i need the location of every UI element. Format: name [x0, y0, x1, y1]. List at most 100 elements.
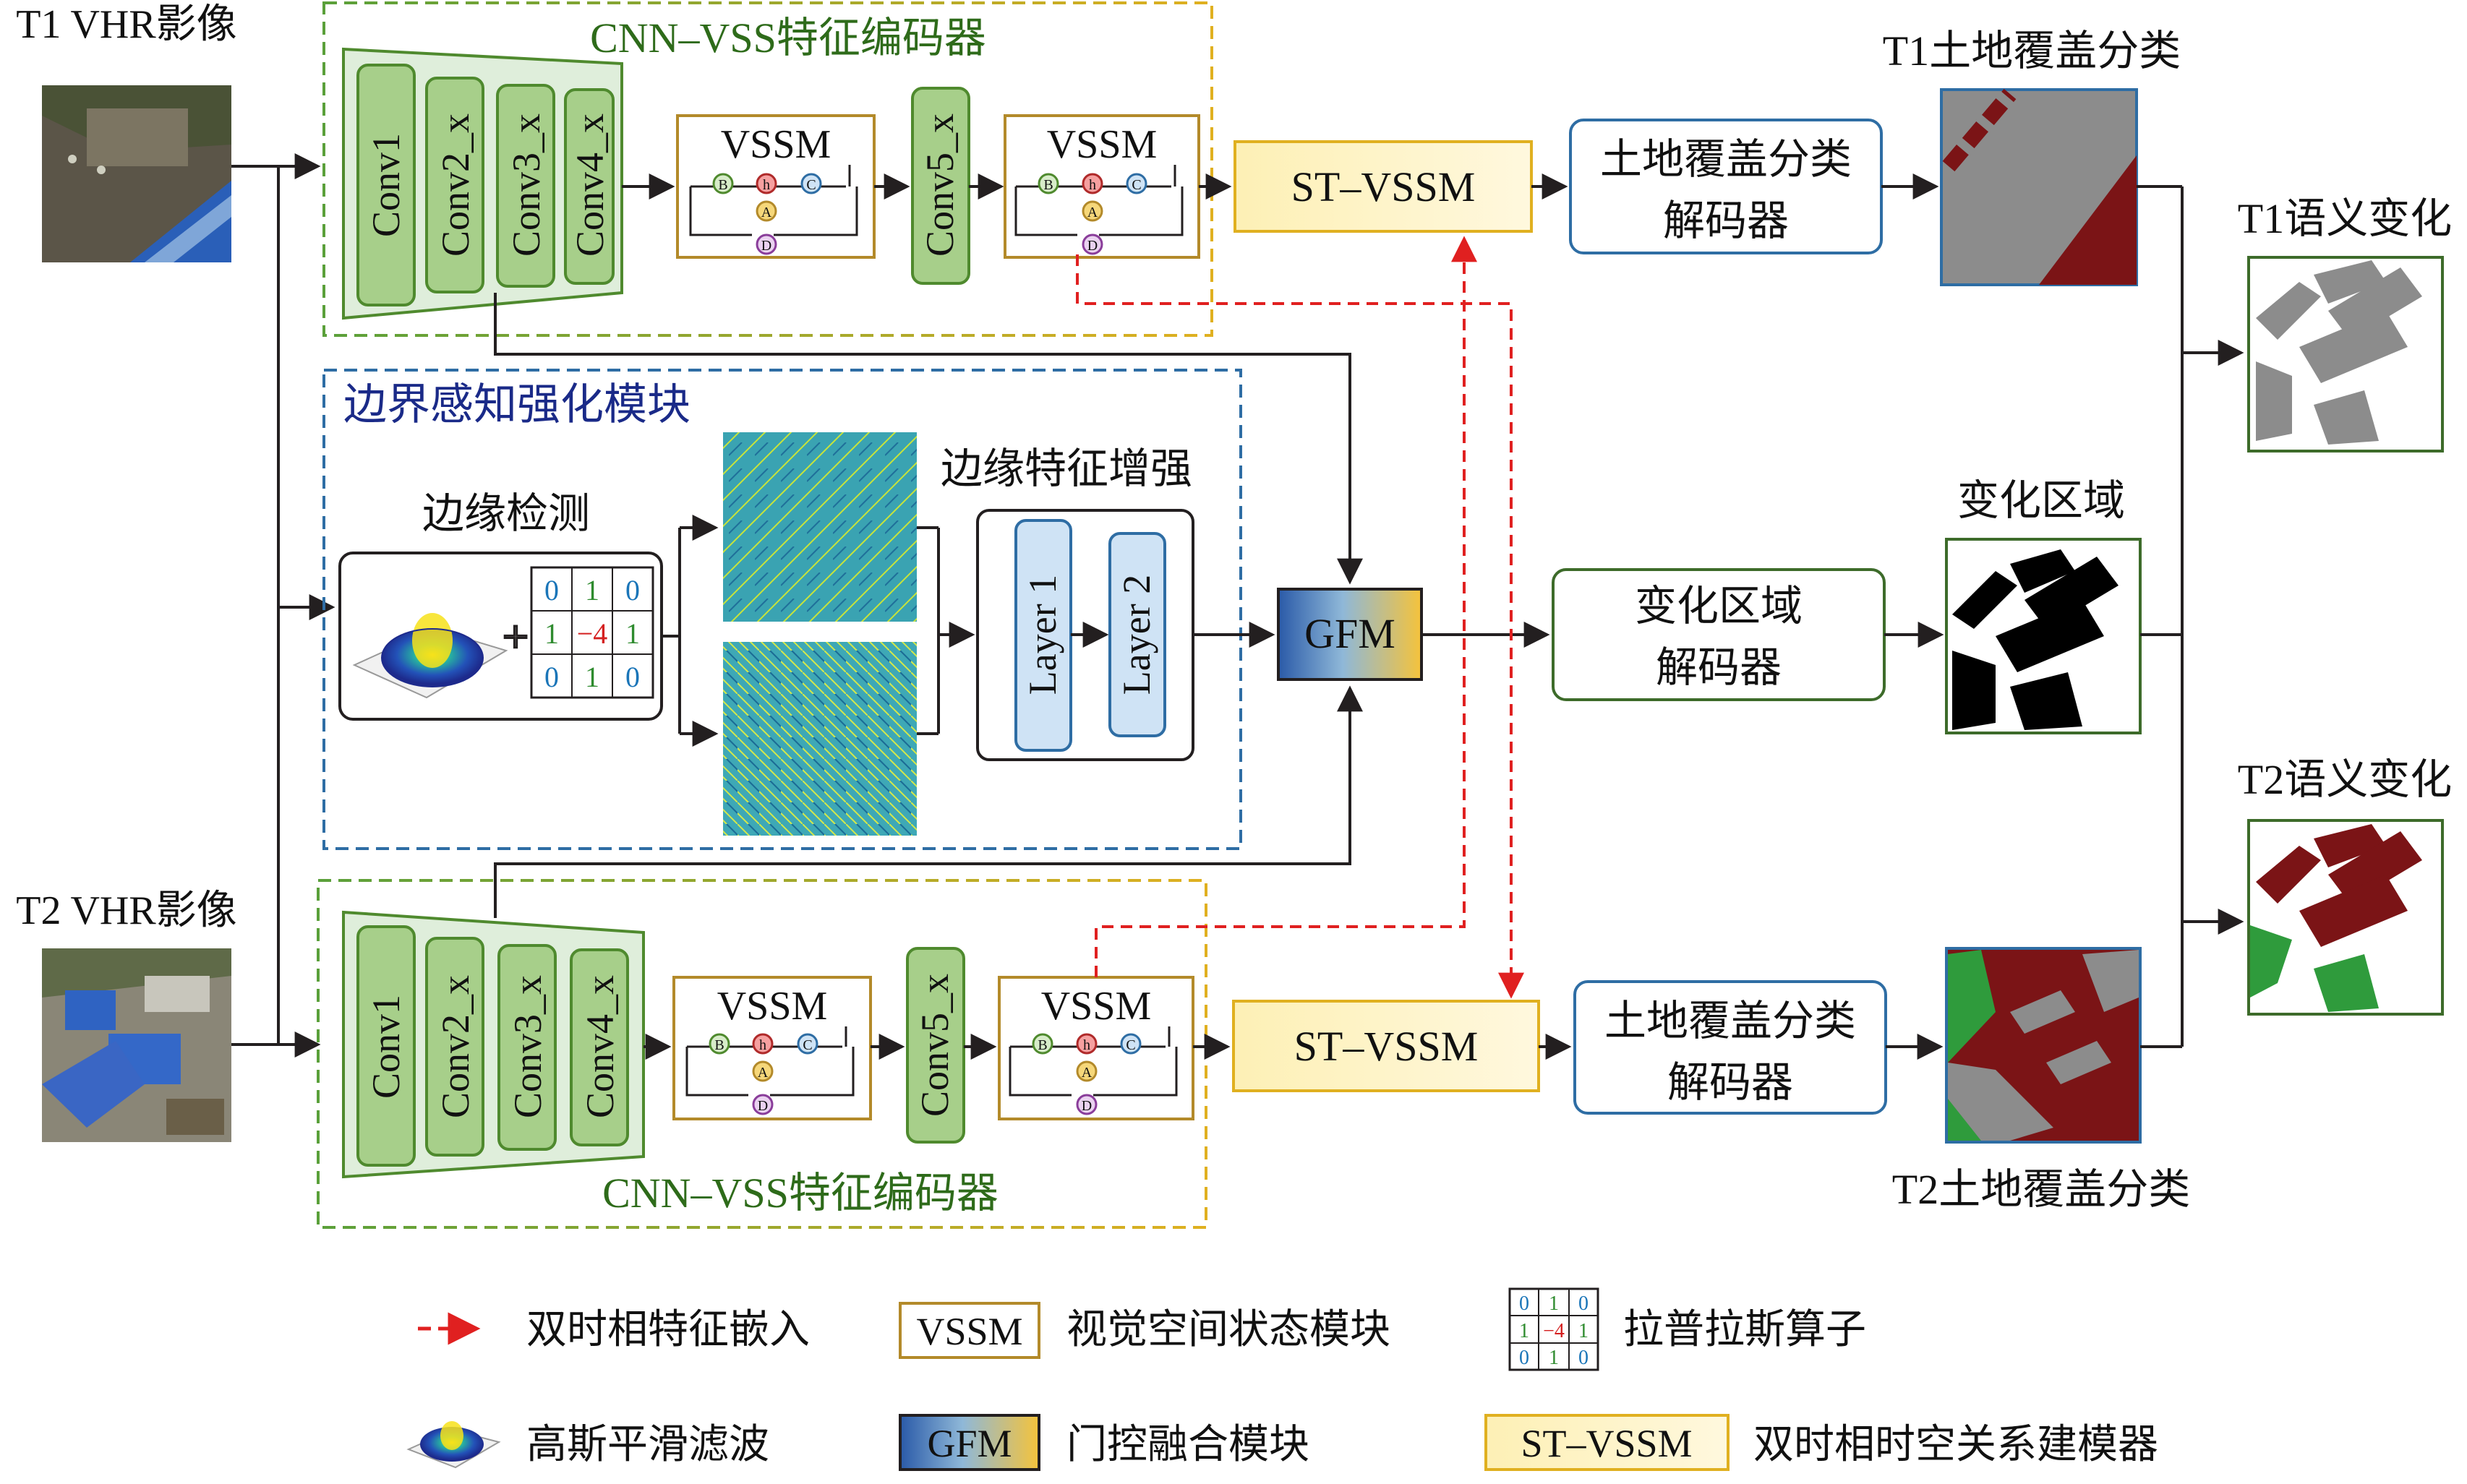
- legend-vssm-key-text: VSSM: [916, 1310, 1022, 1353]
- bottom-stvssm-block: [1232, 1000, 1540, 1092]
- bottom-encoder-title: CNN–VSS特征编码器: [602, 1170, 999, 1217]
- kernel-cell: 0: [1519, 1292, 1529, 1315]
- kernel-cell: 1: [1549, 1347, 1559, 1369]
- input-branch-lines: [231, 153, 335, 1058]
- kernel-cell: 0: [1578, 1292, 1589, 1315]
- conv4-label: Conv4_x: [578, 975, 622, 1118]
- kernel-cell: 1: [625, 617, 640, 650]
- legend-gfm-key: [899, 1414, 1040, 1471]
- legend-laplacian-icon: 0 1 0 1 −4 1 0 1 0: [1508, 1287, 1599, 1371]
- t1-landcover-title: T1土地覆盖分类: [1883, 27, 2181, 74]
- node-c: C: [1126, 1037, 1135, 1053]
- layer2-block: [1108, 532, 1166, 737]
- legend-vssm-key: [899, 1302, 1040, 1359]
- top-encoder-frame: [322, 1, 1213, 337]
- conv2-block: [425, 77, 484, 293]
- conv3-block: [497, 944, 557, 1151]
- node-c: C: [803, 1037, 812, 1053]
- t1-input-image: [42, 85, 231, 262]
- t1-landcover-map: [1940, 88, 2138, 286]
- t2-semantic-title: T2语义变化: [2238, 756, 2452, 803]
- t2-landcover-title: T2土地覆盖分类: [1892, 1166, 2190, 1213]
- legend-vssm-desc: 视觉空间状态模块: [1066, 1308, 1390, 1352]
- conv3-block: [496, 84, 555, 288]
- node-b: B: [714, 1037, 724, 1053]
- laplacian-kernel: 0 1 0 1 −4 1 0 1 0: [530, 566, 654, 699]
- node-h: h: [1089, 177, 1096, 193]
- node-d: D: [1087, 238, 1098, 254]
- conv2-label: Conv2_x: [434, 975, 477, 1118]
- top-vssm-1: VSSM B h C A D: [676, 114, 876, 259]
- gfm-label: GFM: [1304, 610, 1395, 657]
- node-d: D: [761, 238, 771, 254]
- node-a: A: [1087, 205, 1098, 220]
- t2-landcover-map: [1945, 947, 2142, 1144]
- kernel-cell: 1: [585, 574, 599, 606]
- node-a: A: [758, 1065, 769, 1081]
- change-area-map: [1945, 538, 2142, 734]
- node-c: C: [806, 177, 816, 193]
- plus-sign: +: [503, 611, 529, 662]
- conv1-label: Conv1: [364, 995, 408, 1099]
- node-a: A: [761, 205, 772, 220]
- bottom-stvssm-label: ST–VSSM: [1294, 1023, 1479, 1070]
- t2-input-image: [42, 948, 231, 1142]
- vssm-title: VSSM: [1047, 122, 1158, 167]
- conv1-block: [356, 925, 416, 1167]
- vssm-title: VSSM: [717, 984, 828, 1029]
- legend-stvssm-desc: 双时相时空关系建模器: [1753, 1423, 2158, 1467]
- node-c: C: [1132, 177, 1141, 193]
- node-b: B: [1038, 1037, 1047, 1053]
- legend-bitemporal-text: 双时相特征嵌入: [526, 1308, 810, 1352]
- gaussian-surface: [352, 613, 508, 699]
- edge-detection-label: 边缘检测: [422, 490, 590, 537]
- edge-enhance-label: 边缘特征增强: [941, 445, 1192, 492]
- t2-semantic-map: [2247, 819, 2444, 1016]
- change-area-title: 变化区域: [1957, 477, 2125, 524]
- t1-semantic-title: T1语义变化: [2238, 195, 2452, 242]
- change-decoder-line2: 解码器: [1656, 644, 1782, 691]
- bottom-vssm-2: VSSM B h C A D: [998, 976, 1194, 1120]
- conv1-block: [356, 64, 416, 306]
- t2-decoder-line2: 解码器: [1667, 1059, 1793, 1106]
- top-stvssm-block: [1234, 140, 1533, 233]
- kernel-cell: 1: [1549, 1292, 1559, 1315]
- t2-decoder-line1: 土地覆盖分类: [1604, 998, 1856, 1045]
- edge-merge-lines: [917, 526, 975, 735]
- semantic-merge-lines: [2137, 185, 2244, 1048]
- legend-gfm-key-text: GFM: [927, 1422, 1012, 1465]
- bitemporal-embed-paths: [1076, 236, 1524, 999]
- node-h: h: [759, 1037, 766, 1053]
- kernel-cell: 0: [544, 574, 559, 606]
- t1-input-label: T1 VHR影像: [16, 2, 236, 47]
- top-conv5-label: Conv5_x: [918, 113, 962, 257]
- edge-branch-lines: [662, 515, 719, 747]
- bottom-vssm-1: VSSM B h C A D: [672, 976, 872, 1120]
- kernel-cell: 0: [625, 661, 640, 693]
- kernel-cell: 1: [1519, 1320, 1529, 1342]
- edge-map-1: [723, 432, 917, 622]
- t1-semantic-map: [2247, 256, 2444, 453]
- node-d: D: [758, 1098, 768, 1114]
- kernel-cell: −4: [1543, 1320, 1565, 1342]
- legend-gfm-desc: 门控融合模块: [1066, 1423, 1309, 1467]
- node-b: B: [1043, 177, 1053, 193]
- kernel-cell: 0: [1578, 1347, 1589, 1369]
- bottom-conv-stack: Conv1 Conv2_x Conv3_x Conv4_x: [342, 910, 645, 1179]
- legend: 双时相特征嵌入 VSSM 视觉空间状态模块 0 1 0 1 −4 1 0 1 0…: [406, 1287, 2158, 1471]
- top-stvssm-label: ST–VSSM: [1291, 163, 1476, 210]
- t1-decoder-line1: 土地覆盖分类: [1600, 136, 1852, 183]
- legend-gaussian-icon: [406, 1421, 501, 1469]
- node-h: h: [1083, 1037, 1090, 1053]
- change-decoder-line1: 变化区域: [1635, 583, 1803, 630]
- vssm-title: VSSM: [1041, 984, 1152, 1029]
- boundary-module-title: 边界感知强化模块: [343, 381, 690, 429]
- edge-map-2: [723, 642, 917, 836]
- node-a: A: [1082, 1065, 1093, 1081]
- layer2-label: Layer 2: [1115, 575, 1158, 695]
- vssm-title: VSSM: [721, 122, 831, 167]
- legend-laplace-desc: 拉普拉斯算子: [1623, 1308, 1866, 1352]
- kernel-cell: 1: [585, 661, 599, 693]
- kernel-cell: −4: [577, 617, 608, 650]
